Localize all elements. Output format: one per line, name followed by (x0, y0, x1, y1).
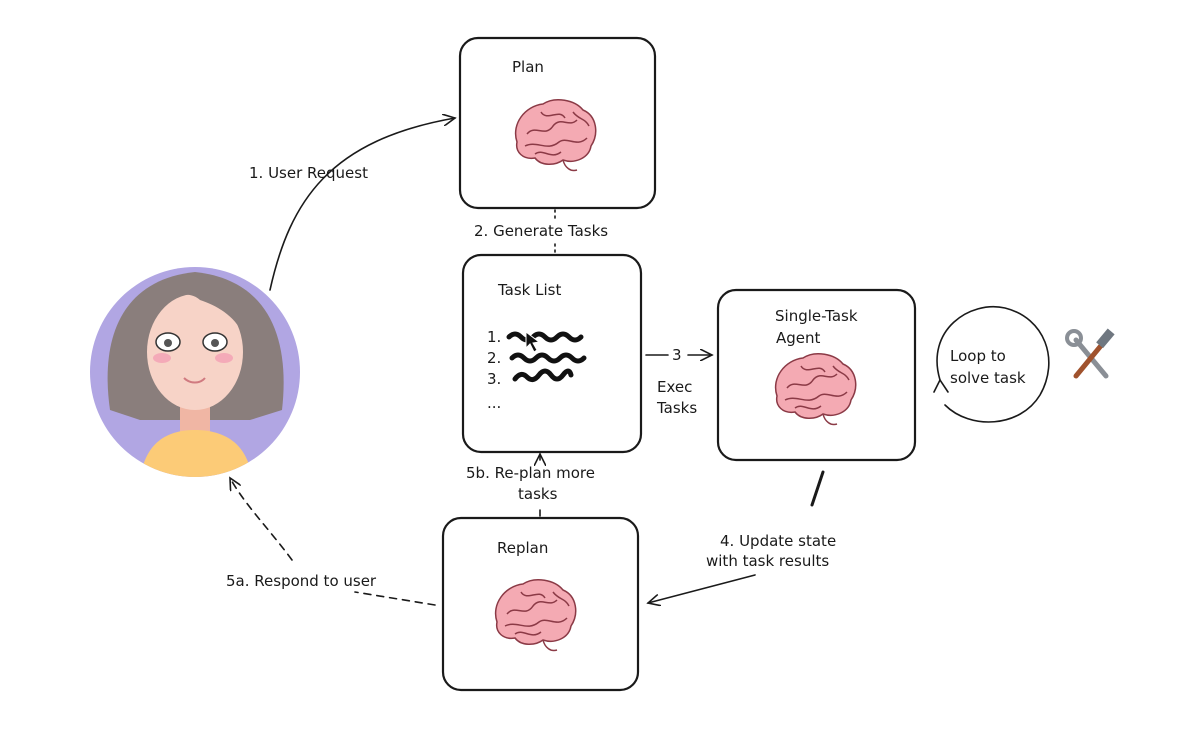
respond-dashed-line (354, 591, 436, 606)
loop-label-line2: solve task (950, 369, 1026, 387)
scribble-lines (506, 331, 587, 383)
replan-more-label-line1: 5b. Re-plan more (466, 464, 595, 482)
task-list-title: Task List (497, 281, 561, 299)
update-state-line (810, 470, 825, 507)
hammer-wrench-icon (1065, 328, 1115, 379)
task-item-number: 3. (487, 370, 501, 388)
task-item-ellipsis: ... (487, 394, 501, 412)
respond-label: 5a. Respond to user (226, 572, 377, 590)
user-request-arrow (269, 118, 455, 291)
respond-dashed-arrow (230, 478, 293, 561)
replan-title: Replan (497, 539, 548, 557)
loop-arrowhead (933, 378, 949, 393)
task-item-number: 1. (487, 328, 501, 346)
loop-circle (936, 305, 1050, 423)
task-item-number: 2. (487, 349, 501, 367)
exec-tasks-label-line2: Tasks (656, 399, 697, 417)
agent-title-line2: Agent (776, 329, 821, 347)
mouse-cursor-icon (525, 330, 541, 353)
agent-title-line1: Single-Task (775, 307, 858, 325)
loop-label-line1: Loop to (950, 347, 1006, 365)
replan-more-label-line2: tasks (518, 485, 558, 503)
user-request-label: 1. User Request (249, 164, 368, 182)
update-state-arrow (648, 574, 756, 603)
exec-tasks-number: 3 (672, 346, 682, 364)
plan-title: Plan (512, 58, 544, 76)
user-avatar (90, 267, 300, 477)
exec-tasks-label-line1: Exec (657, 378, 692, 396)
update-state-label-line1: 4. Update state (720, 532, 836, 550)
update-state-label-line2: with task results (706, 552, 829, 570)
generate-tasks-label: 2. Generate Tasks (474, 222, 608, 240)
